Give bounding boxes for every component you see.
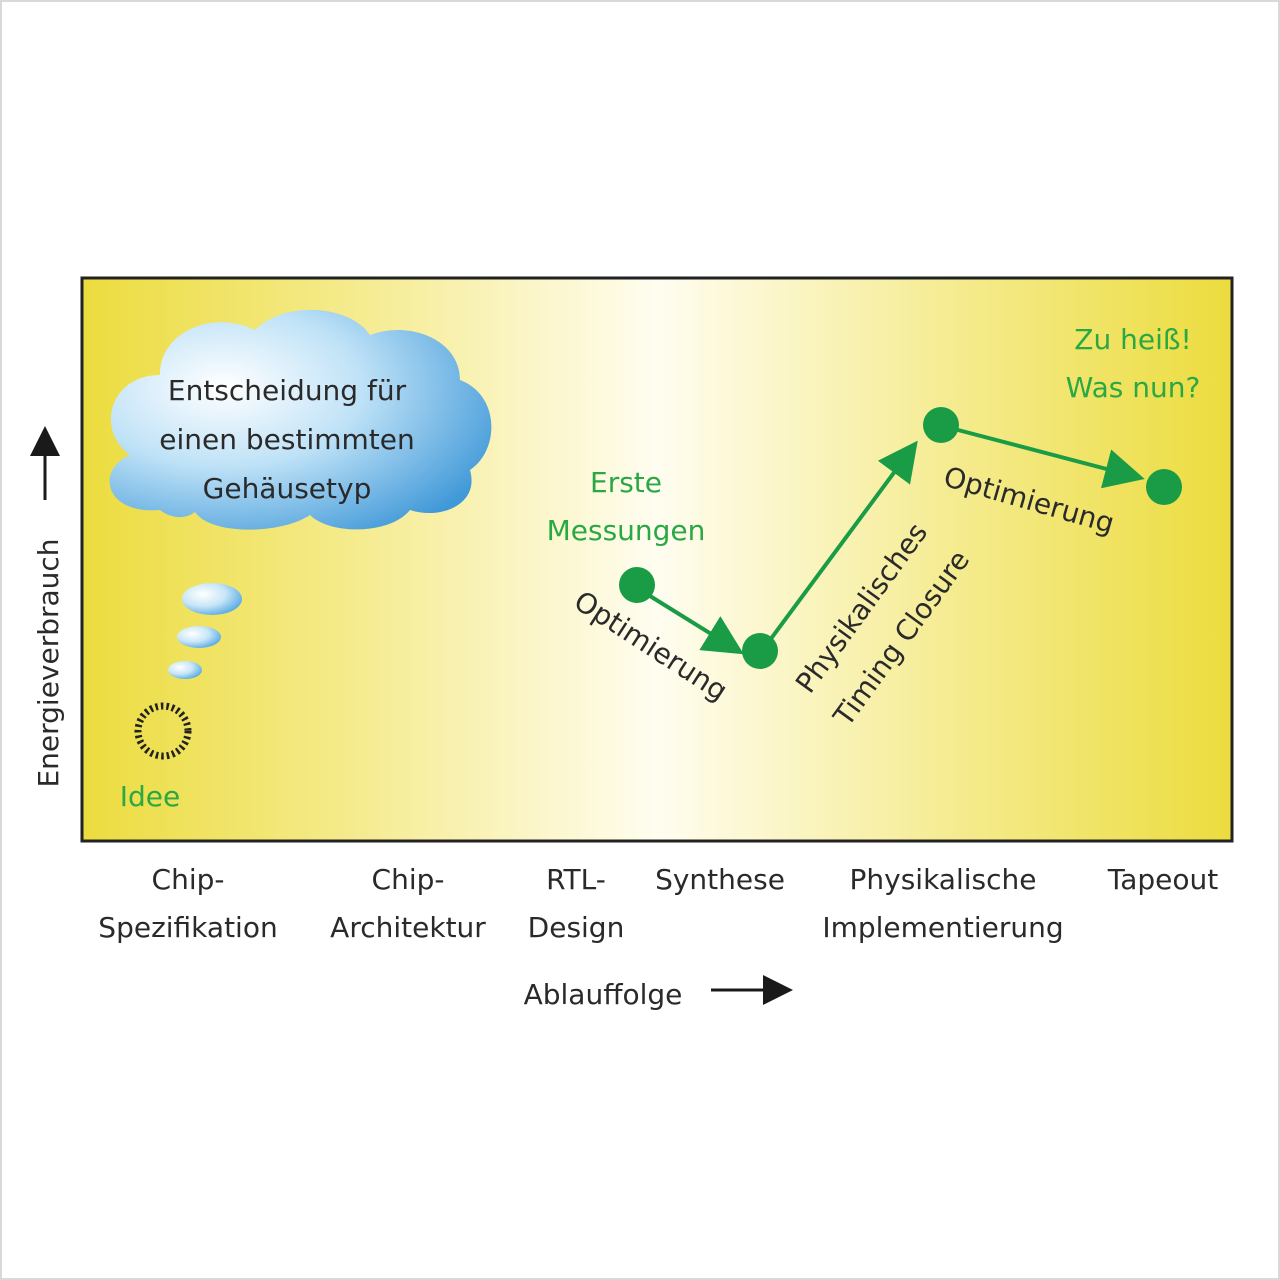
stage-6-line-1: Tapeout [1107,863,1219,896]
stage-3-line-2: Design [528,911,625,944]
stage-5-line-1: Physikalische [850,863,1037,896]
point-physikalisch [923,407,959,443]
point-tapeout [1146,469,1182,505]
cloud-text-line-1: Entscheidung für [168,374,407,407]
idea-label: Idee [120,780,180,813]
stage-5-line-2: Implementierung [822,911,1063,944]
label-zu-heiss: Zu heiß! [1074,323,1191,356]
label-erste: Erste [590,466,662,499]
label-messungen: Messungen [547,514,706,547]
point-synthese [742,633,778,669]
y-axis-label: Energieverbrauch [32,538,65,787]
thought-bubble-large [182,583,242,615]
stage-2-line-2: Architektur [330,911,486,944]
cloud-text-line-3: Gehäusetyp [203,472,372,505]
thought-bubble-medium [177,626,221,648]
stage-4-line-1: Synthese [655,863,785,896]
stage-1-line-2: Spezifikation [98,911,277,944]
stage-3-line-1: RTL- [546,863,606,896]
x-axis-label: Ablauffolge [524,978,683,1011]
stage-2-line-1: Chip- [372,863,445,896]
cloud-text-line-2: einen bestimmten [159,423,414,456]
thought-bubble-small [168,661,202,679]
stage-1-line-1: Chip- [152,863,225,896]
point-erste-messungen [619,567,655,603]
label-was-nun: Was nun? [1066,371,1201,404]
